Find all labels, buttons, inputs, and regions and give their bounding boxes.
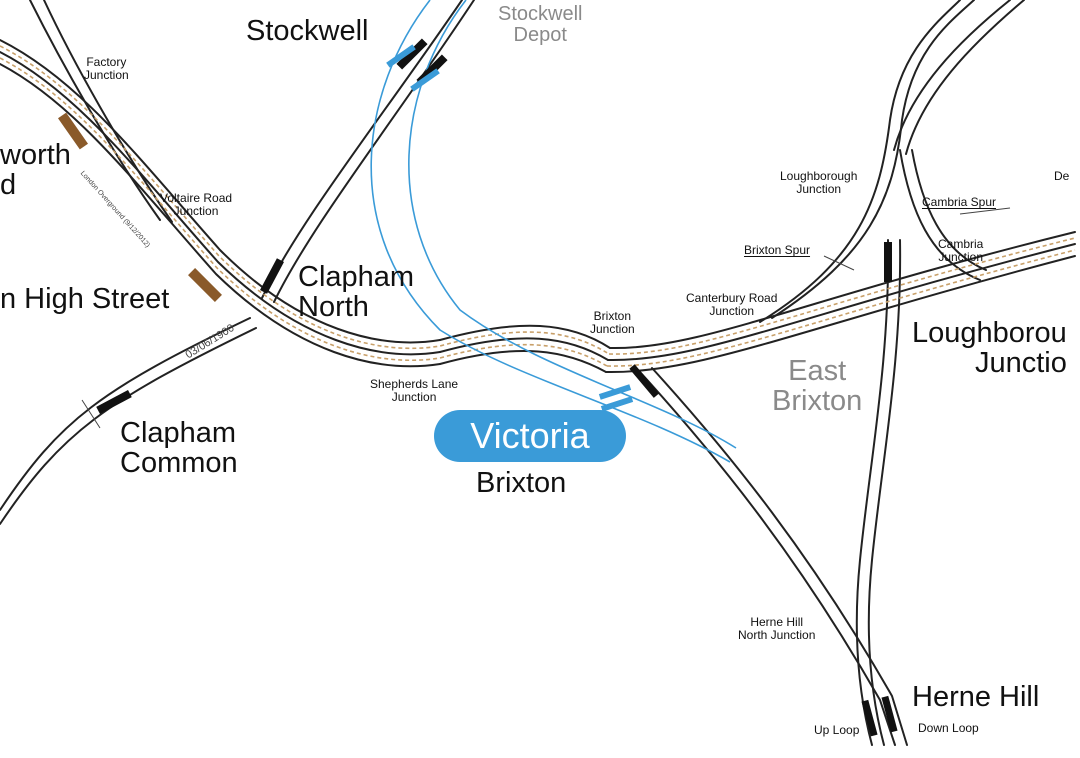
platform-victoria-stockwell-1 xyxy=(386,44,416,68)
shepherds-lane-line-2: Junction xyxy=(391,389,437,404)
junction-loughborough: Loughborough Junction xyxy=(780,170,857,195)
shepherds-lane-line-1: Shepherds Lane xyxy=(370,377,459,391)
loughborough-junction-label-1: Loughborough xyxy=(780,169,858,183)
station-brixton: Brixton xyxy=(476,467,567,499)
station-clapham-common: Clapham Common xyxy=(120,418,238,479)
clapham-north-line-2: North xyxy=(298,291,369,324)
platform-brixton-junction xyxy=(629,364,660,398)
junction-brixton: Brixton Junction xyxy=(590,310,635,335)
main-line-central-track-1 xyxy=(439,324,611,349)
loughborough-junction-line-2: Junctio xyxy=(974,347,1067,380)
victoria-line-badge: Victoria xyxy=(434,410,626,462)
herne-hill-line-track-2 xyxy=(651,367,908,746)
brixton-junction-line-2: Junction xyxy=(590,321,635,336)
platform-stockwell-1 xyxy=(396,38,428,70)
junction-de-partial: De xyxy=(1054,169,1070,183)
junction-brixton-spur: Brixton Spur xyxy=(744,243,811,257)
cambria-spur-track-2 xyxy=(911,149,987,271)
loughborough-curve-track-3 xyxy=(893,0,1011,151)
voltaire-road-line-1: Voltaire Road xyxy=(160,191,233,205)
factory-junction-line-2: Junction xyxy=(84,67,129,82)
stockwell-depot-line-1: Stockwell xyxy=(498,3,583,25)
canterbury-road-line-1: Canterbury Road xyxy=(686,291,778,305)
loughborough-curve-track-2 xyxy=(771,0,975,319)
clapham-common-line-1: Clapham xyxy=(120,417,237,449)
main-line-east-track-3 xyxy=(605,255,1076,374)
junction-herne-hill-north: Herne Hill North Junction xyxy=(738,616,815,641)
main-line-west-track-2 xyxy=(0,51,441,356)
station-clapham-north: Clapham North xyxy=(298,262,414,323)
cambria-spur-track-1 xyxy=(899,149,981,281)
wandsworth-road-line-2: d xyxy=(0,169,17,202)
main-line-west-track-3 xyxy=(0,63,441,368)
junction-down-loop: Down Loop xyxy=(918,721,979,735)
platform-herne-hill-1 xyxy=(861,699,878,737)
herne-hill-north-line-2: North Junction xyxy=(738,627,816,642)
platform-wandsworth-road xyxy=(58,112,88,150)
platform-herne-hill-2 xyxy=(881,695,898,733)
loughborough-south-track-1 xyxy=(855,239,890,746)
clapham-common-marker xyxy=(81,399,101,429)
loughborough-curve-track-4 xyxy=(905,0,1025,155)
loughborough-junction-label-2: Junction xyxy=(796,181,842,196)
overground-route-west-2 xyxy=(0,57,608,367)
cambria-spur-leader xyxy=(959,207,1011,215)
station-stockwell: Stockwell xyxy=(246,15,369,47)
east-brixton-line-1: East xyxy=(788,355,847,387)
platform-clapham-high-street xyxy=(188,268,222,302)
stockwell-depot-line-2: Depot xyxy=(513,24,567,46)
factory-track-a xyxy=(29,0,161,221)
wandsworth-road-line-1: worth xyxy=(0,139,71,171)
station-herne-hill: Herne Hill xyxy=(912,681,1040,713)
junction-canterbury-road: Canterbury Road Junction xyxy=(686,292,777,317)
herne-hill-line-track-1 xyxy=(639,371,896,746)
voltaire-road-line-2: Junction xyxy=(173,203,219,218)
cambria-junction-line-2: Junction xyxy=(938,249,984,264)
junction-cambria: Cambria Junction xyxy=(938,238,983,263)
loughborough-curve-track-1 xyxy=(759,0,961,323)
herne-hill-north-line-1: Herne Hill xyxy=(750,615,804,629)
clapham-common-line-2: Common xyxy=(120,447,238,480)
junction-cambria-spur: Cambria Spur xyxy=(922,195,997,209)
victoria-line-track-2 xyxy=(408,0,737,449)
main-line-west-track-1 xyxy=(0,39,441,344)
overground-route-east xyxy=(608,237,1076,355)
junction-shepherds-lane: Shepherds Lane Junction xyxy=(370,378,458,403)
junction-voltaire-road: Voltaire Road Junction xyxy=(160,192,232,217)
station-clapham-high-street: n High Street xyxy=(0,283,170,315)
brixton-junction-line-1: Brixton xyxy=(593,309,632,323)
main-line-central-track-3 xyxy=(439,349,607,373)
stockwell-branch-track-2 xyxy=(273,0,475,303)
clapham-common-branch-track-1 xyxy=(0,317,251,511)
platform-loughborough-junction xyxy=(884,242,892,282)
junction-up-loop: Up Loop xyxy=(814,723,860,737)
station-loughborough-junction: Loughborou Junctio xyxy=(912,318,1067,379)
clapham-north-line-1: Clapham xyxy=(298,261,415,293)
brixton-spur-leader xyxy=(823,255,855,271)
victoria-line-track-1 xyxy=(370,0,731,463)
east-brixton-line-2: Brixton xyxy=(772,385,863,418)
platform-clapham-north xyxy=(260,258,284,294)
platform-victoria-stockwell-2 xyxy=(410,68,440,92)
loughborough-south-track-2 xyxy=(867,239,902,746)
canterbury-road-line-2: Junction xyxy=(709,303,755,318)
station-east-brixton: East Brixton xyxy=(772,356,862,417)
loughborough-junction-line-1: Loughborou xyxy=(912,317,1067,349)
factory-junction-line-1: Factory xyxy=(86,55,127,69)
platform-victoria-brixton-2 xyxy=(600,396,634,412)
overground-route-west xyxy=(0,45,610,355)
station-wandsworth-road: worth d xyxy=(0,140,71,201)
station-stockwell-depot: Stockwell Depot xyxy=(498,4,582,46)
platform-victoria-brixton-1 xyxy=(598,384,632,400)
overground-route-east-2 xyxy=(606,249,1076,367)
main-line-east-track-2 xyxy=(607,243,1076,362)
cambria-junction-line-1: Cambria xyxy=(938,237,984,251)
platform-clapham-common xyxy=(96,390,132,414)
junction-factory: Factory Junction xyxy=(84,56,129,81)
